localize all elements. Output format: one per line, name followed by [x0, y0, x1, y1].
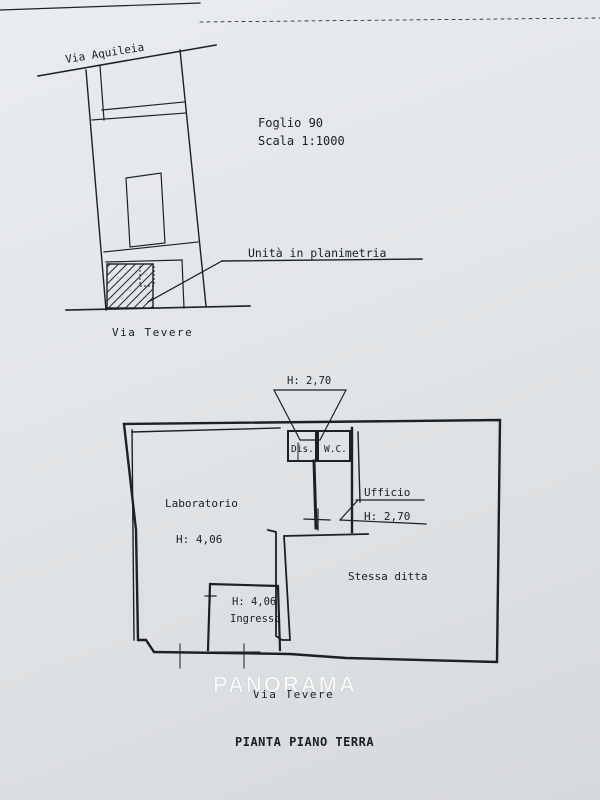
ufficio-height: H: 2,70: [364, 510, 410, 523]
wc-room-label: W.C.: [324, 444, 347, 455]
plan-title: PIANTA PIANO TERRA: [235, 735, 374, 749]
laboratorio-label: Laboratorio: [165, 497, 238, 510]
callout-leader: [147, 260, 223, 303]
street-line-bottom: [65, 305, 251, 311]
ufficio-label: Ufficio: [364, 486, 410, 499]
floor-plan: H: 2,70 Dis. W.C. Laboratorio H:: [122, 375, 502, 749]
wc-room: [317, 430, 351, 462]
street-line-top: [37, 44, 217, 77]
watermark-logo: PANORAMA: [213, 672, 357, 697]
laboratorio-height: H: 4,06: [176, 533, 222, 546]
dis-room-label: Dis.: [291, 444, 314, 455]
ceiling-height-top: H: 2,70: [287, 375, 331, 387]
street-label-top: Via Aquileia: [64, 41, 145, 66]
hatched-unit: [106, 263, 154, 309]
street-label-bottom: Via Tevere: [112, 326, 193, 339]
unit-callout-label: Unità in planimetria: [248, 246, 386, 260]
site-map: Via Aquileia Via Tevere Foglio 90 Scala …: [37, 41, 423, 339]
height-marker-triangle: [273, 389, 347, 441]
plan-street-label: Via Tevere: [253, 688, 334, 701]
sheet-number: Foglio 90: [258, 116, 323, 130]
stessa-ditta-label: Stessa ditta: [348, 570, 427, 583]
callout-underline: [221, 258, 423, 262]
dis-room: [287, 430, 317, 462]
top-header-fragment: [0, 2, 600, 23]
outer-wall: [122, 418, 502, 664]
ingresso-label: Ingresso: [230, 613, 281, 625]
scale-label: Scala 1:1000: [258, 134, 345, 148]
ingresso-height: H: 4,06: [232, 596, 276, 608]
ingresso-room: [206, 582, 282, 652]
ufficio-leader-bottom: [339, 519, 427, 525]
partition-wall: [266, 528, 369, 641]
